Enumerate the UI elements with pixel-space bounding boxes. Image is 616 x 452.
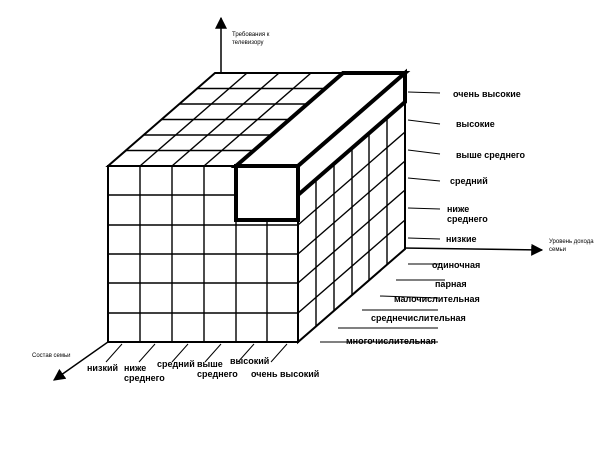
composition-axis-title: Состав семьи <box>32 353 70 359</box>
requirement-high: высокие <box>456 119 495 129</box>
income-very-high: очень высокий <box>251 369 319 379</box>
composition-couple: парная <box>435 279 467 289</box>
label-leaders <box>105 91 445 363</box>
vertical-axis-title-1: Требования к <box>232 32 270 38</box>
composition-small: малочислительная <box>394 294 480 304</box>
highlighted-segment <box>230 68 411 222</box>
income-above-average-1: выше <box>197 359 223 369</box>
income-low: низкий <box>87 363 118 373</box>
income-average: средний <box>157 359 195 369</box>
composition-medium: среднечислительная <box>371 313 466 323</box>
requirement-average: средний <box>450 176 488 186</box>
requirement-above-average: выше среднего <box>456 150 526 160</box>
composition-single: одиночная <box>432 260 480 270</box>
composition-large: многочислительная <box>346 336 436 346</box>
income-high: высокий <box>230 356 269 366</box>
requirement-low: низкие <box>446 234 477 244</box>
income-below-average-1: ниже <box>124 363 146 373</box>
vertical-axis-title-2: телевизору <box>232 40 264 46</box>
income-axis-title-2: семьи <box>549 247 566 253</box>
requirement-below-average-1: ниже <box>447 204 469 214</box>
requirement-very-high: очень высокие <box>453 89 521 99</box>
income-axis-title-1: Уровень дохода <box>549 239 594 245</box>
income-above-average-2: среднего <box>197 369 238 379</box>
income-below-average-2: среднего <box>124 373 165 383</box>
income-axis <box>401 243 544 256</box>
requirement-below-average-2: среднего <box>447 214 488 224</box>
